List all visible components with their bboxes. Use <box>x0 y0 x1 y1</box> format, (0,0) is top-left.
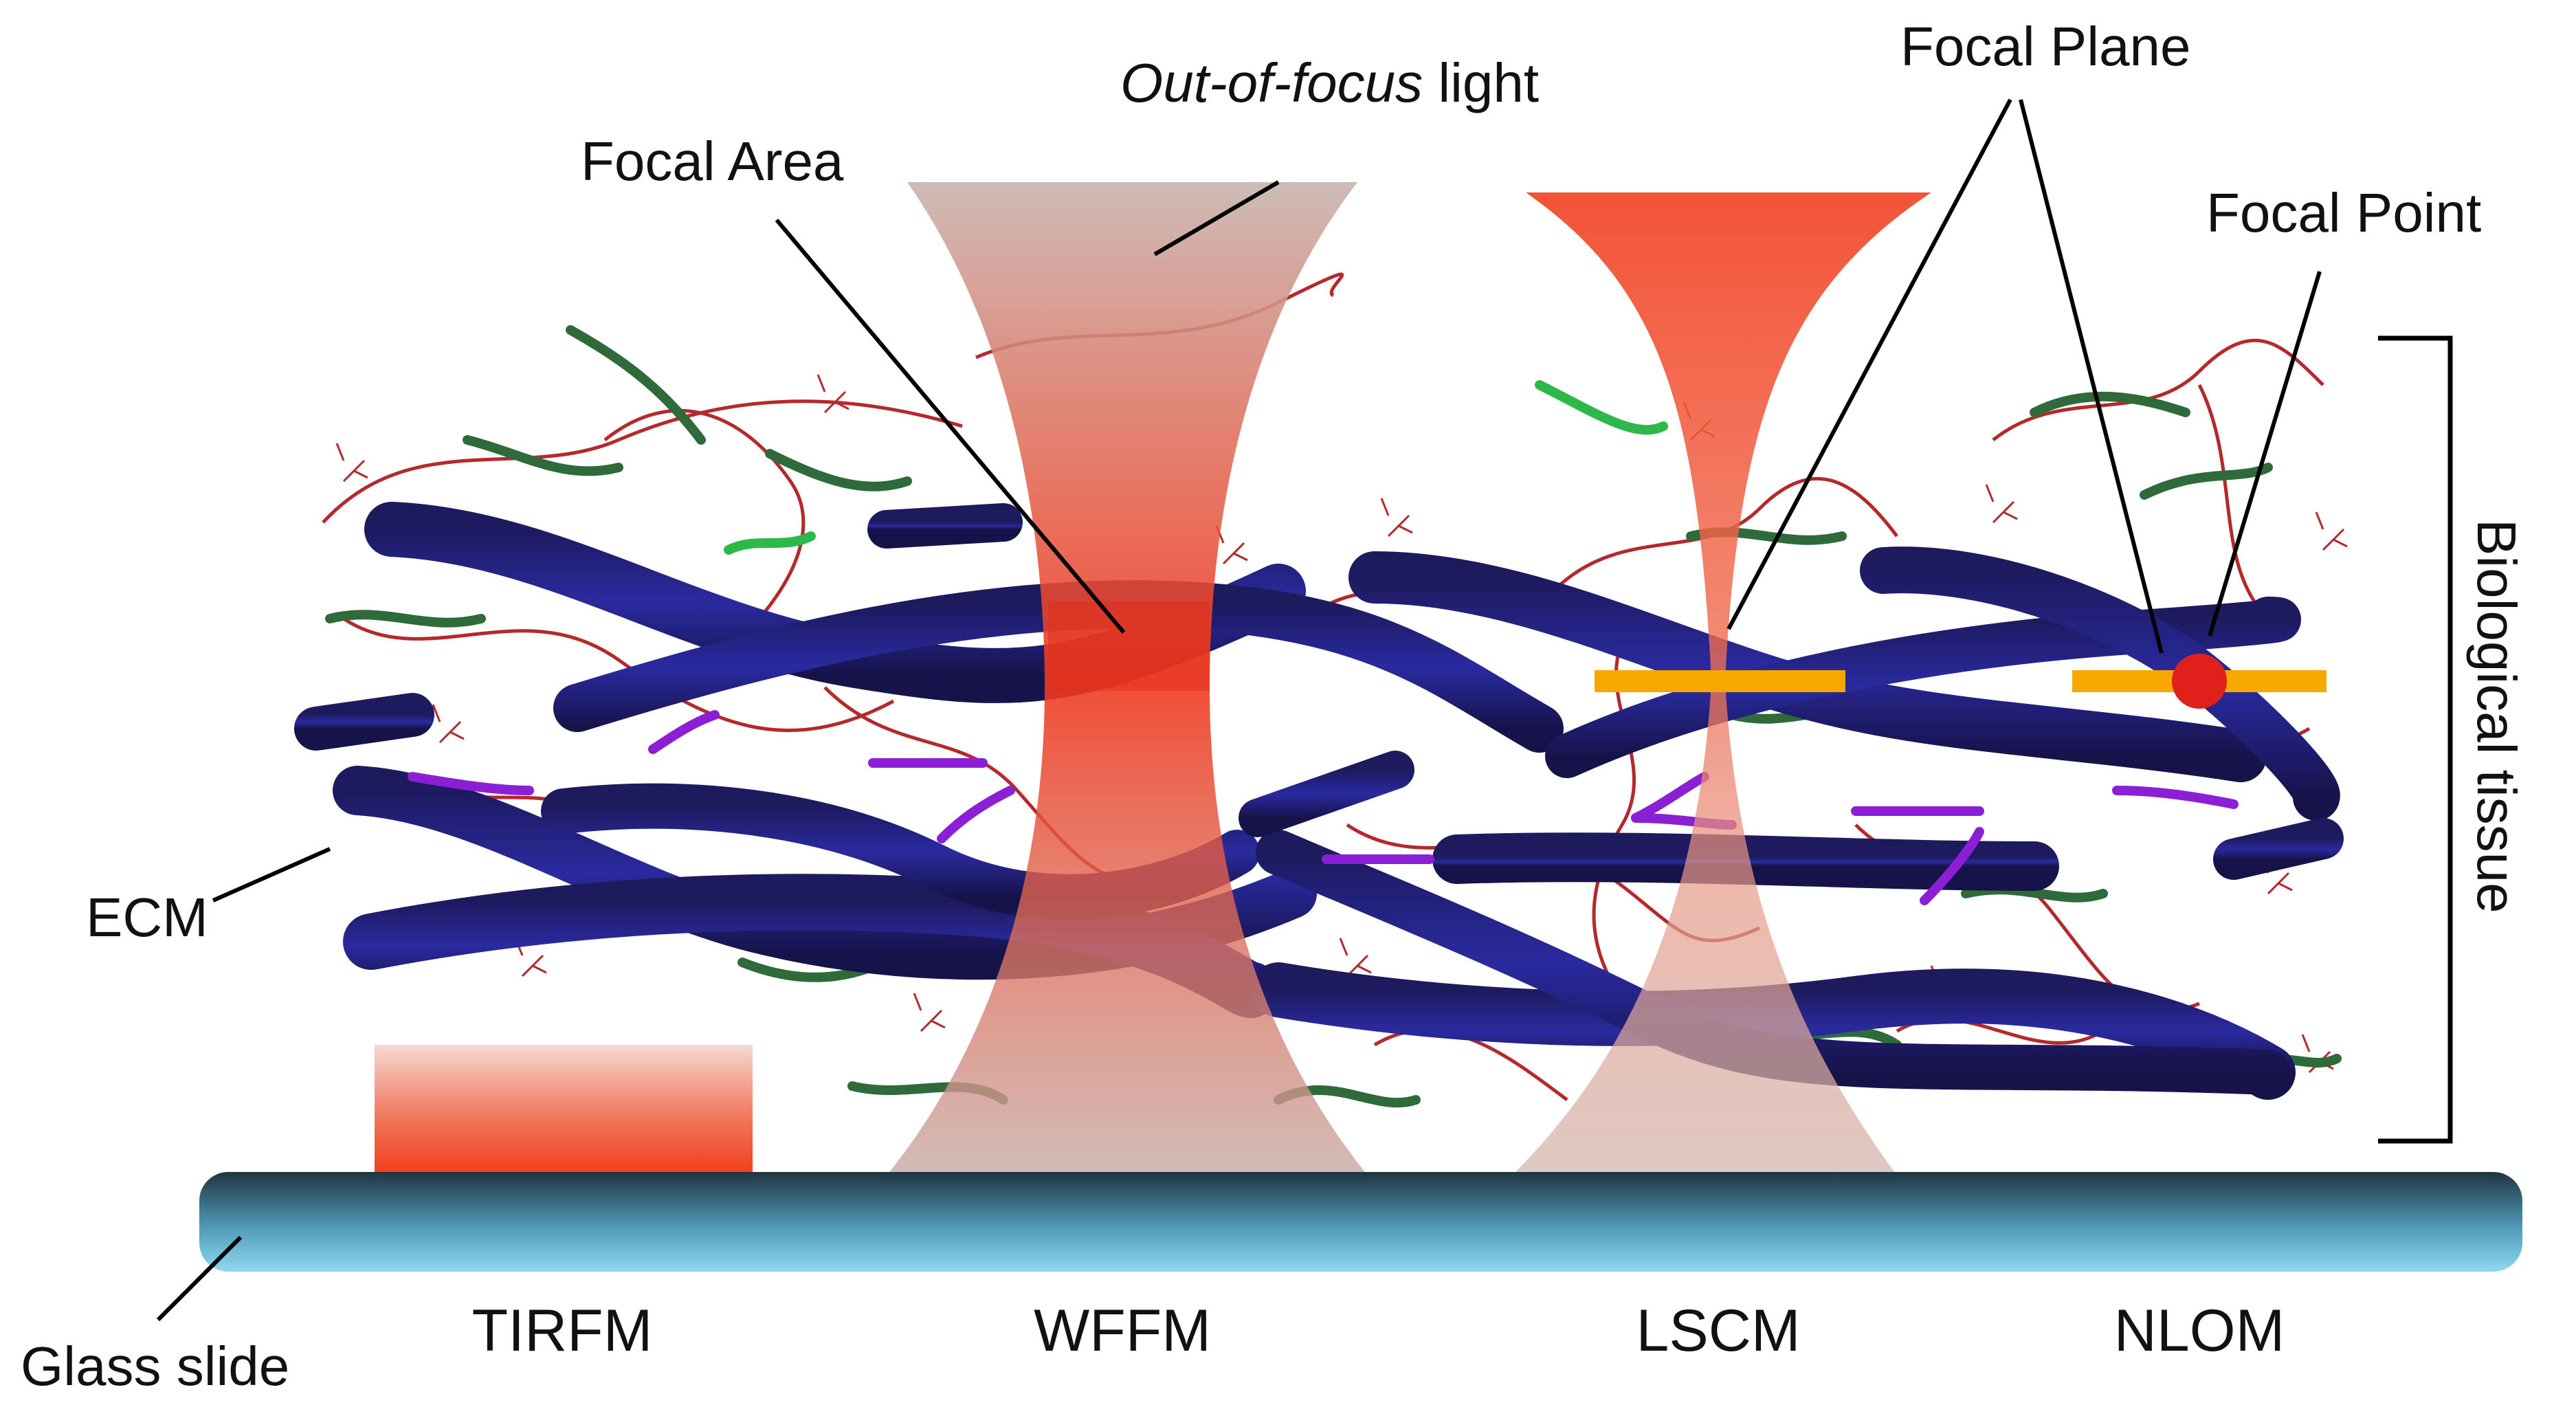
technique-label-tirfm: TIRFM <box>472 1298 653 1364</box>
glass-slide <box>199 1172 2522 1272</box>
focal-plane-label: Focal Plane <box>1900 16 2190 77</box>
ecm-label: ECM <box>86 887 208 948</box>
leader-lines <box>156 98 2322 1322</box>
tissue-bracket <box>2378 335 2453 1144</box>
lscm-focal-plane <box>1595 670 1845 692</box>
focal-point-label: Focal Point <box>2206 182 2481 243</box>
wffm-focal-area <box>1048 601 1210 691</box>
collagen-fibers <box>294 502 2344 1100</box>
purple-structures <box>408 710 2239 905</box>
nlom-focal-point <box>2172 654 2227 709</box>
technique-label-nlom: NLOM <box>2114 1298 2285 1364</box>
technique-label-lscm: LSCM <box>1636 1298 1801 1364</box>
biological-tissue-label: Biological tissue <box>2466 519 2527 914</box>
out-of-focus-label: Out-of-focus light <box>1120 52 1539 113</box>
out-of-focus-italic: Out-of-focus <box>1120 52 1423 113</box>
glass-slide-label: Glass slide <box>21 1336 289 1397</box>
out-of-focus-rest: light <box>1423 52 1539 113</box>
tirfm-illumination <box>375 1045 753 1172</box>
focal-area-label: Focal Area <box>581 131 844 192</box>
technique-label-wffm: WFFM <box>1034 1298 1211 1364</box>
